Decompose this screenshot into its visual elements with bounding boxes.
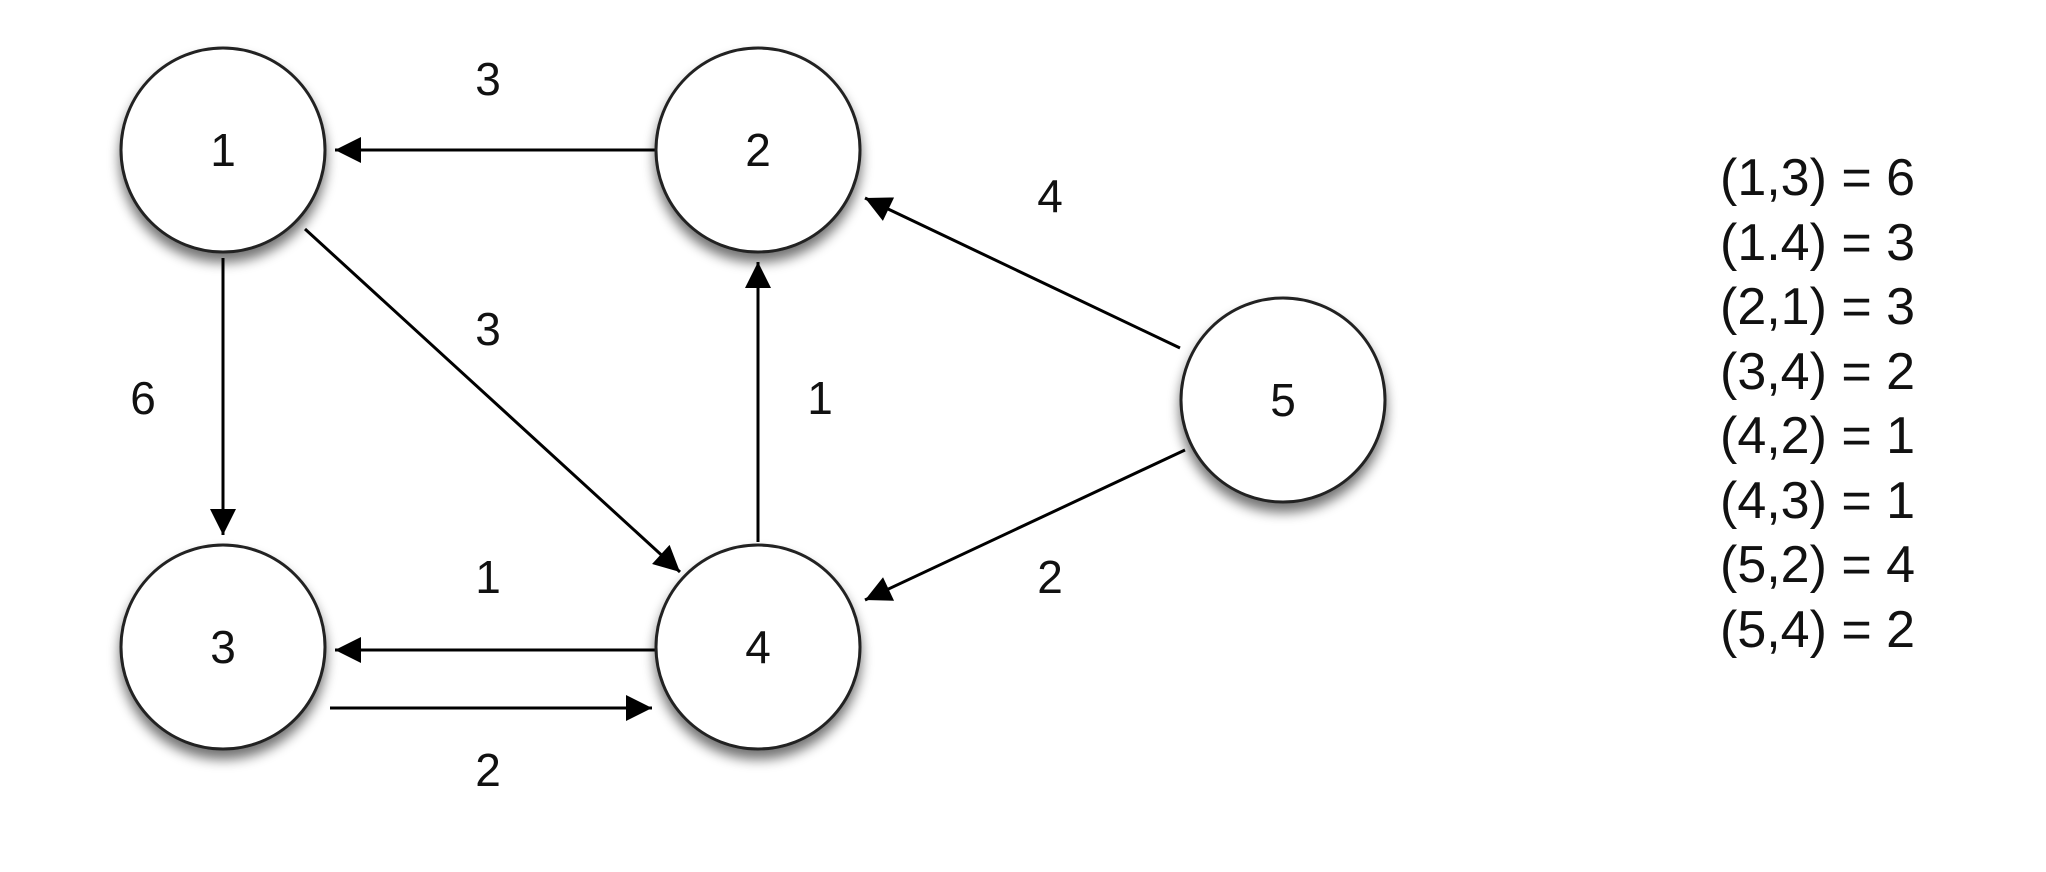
node-3: 3 <box>119 543 327 751</box>
node-4: 4 <box>654 543 862 751</box>
edge-weight-label: 1 <box>807 372 833 424</box>
weight-list-item: (1.4) = 3 <box>1720 213 1916 272</box>
edge-weight-list: (1,3) = 6 (1.4) = 3 (2,1) = 3 (3,4) = 2 … <box>1720 146 1915 662</box>
weight-list-item: (2,1) = 3 <box>1720 278 1916 336</box>
node-label: 5 <box>1270 374 1296 426</box>
edge-weight-label: 4 <box>1037 170 1063 222</box>
weight-list-item: (5,4) = 2 <box>1720 600 1916 659</box>
node-2: 2 <box>654 46 862 254</box>
node-5: 5 <box>1179 296 1387 504</box>
weight-list-item: (5,2) = 4 <box>1720 536 1916 594</box>
edge-1-to-3: 6 <box>130 258 236 535</box>
edge-5-to-2: 4 <box>864 170 1181 350</box>
edge-weight-label: 3 <box>475 303 501 355</box>
edge-5-to-4: 2 <box>864 448 1186 603</box>
weight-list-item: (3,4) = 2 <box>1720 342 1916 401</box>
edge-3-to-4: 2 <box>330 695 652 796</box>
weight-list-item: (1,3) = 6 <box>1720 149 1916 207</box>
edge-weight-label: 2 <box>1037 551 1063 603</box>
node-label: 1 <box>210 124 236 176</box>
edge-weight-label: 2 <box>475 744 501 796</box>
edge-2-to-1: 3 <box>335 53 655 163</box>
edge-1-to-4: 3 <box>303 227 682 574</box>
weight-list-item: (4,3) = 1 <box>1720 471 1916 530</box>
edge-4-to-3: 1 <box>335 551 655 663</box>
node-1: 1 <box>119 46 327 254</box>
node-label: 3 <box>210 621 236 673</box>
edge-weight-label: 1 <box>475 551 501 603</box>
node-label: 2 <box>745 124 771 176</box>
edge-4-to-2: 1 <box>745 262 833 542</box>
edge-weight-label: 6 <box>130 372 156 424</box>
edge-weight-label: 3 <box>475 53 501 105</box>
weight-list-item: (4,2) = 1 <box>1720 407 1916 465</box>
node-label: 4 <box>745 621 771 673</box>
